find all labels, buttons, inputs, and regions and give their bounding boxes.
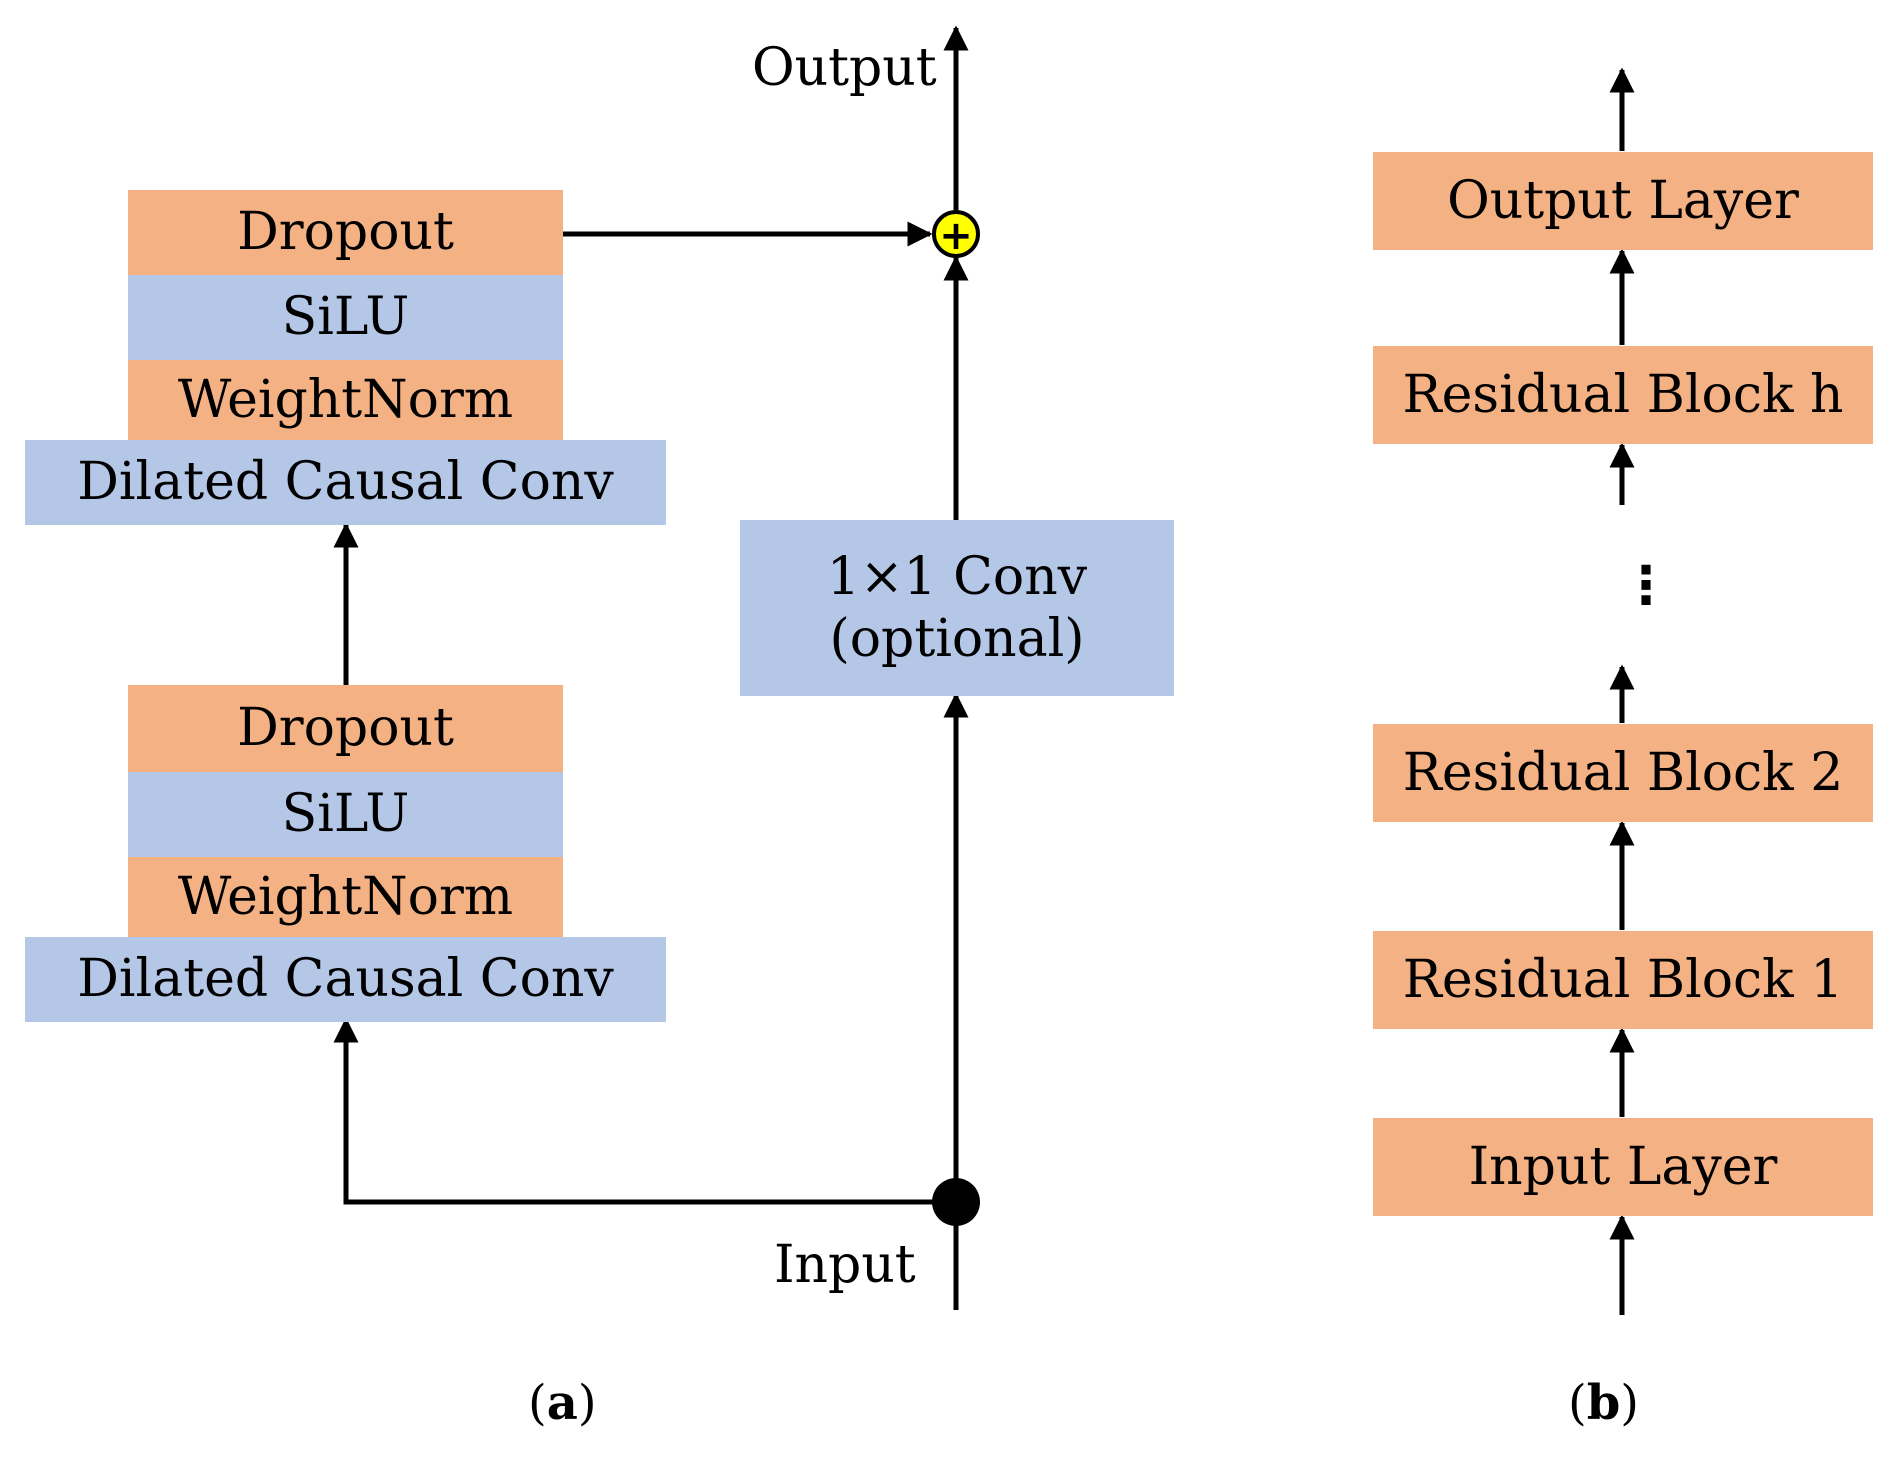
lower-dropout-layer: Dropout	[128, 685, 563, 772]
input-label: Input	[774, 1235, 916, 1295]
ellipsis-dots: ⋮	[1620, 556, 1672, 616]
adder-circle	[932, 210, 980, 258]
adder-plus-icon: +	[939, 213, 973, 259]
upper-silu-layer: SiLU	[128, 275, 563, 360]
one-by-one-conv-layer: 1×1 Conv (optional)	[740, 520, 1174, 696]
input-layer-box: Input Layer	[1373, 1118, 1873, 1216]
upper-dropout-layer: Dropout	[128, 190, 563, 275]
caption-a-letter: a	[546, 1375, 578, 1431]
caption-b: (b)	[1568, 1375, 1639, 1431]
residual-block-2-box: Residual Block 2	[1373, 724, 1873, 822]
residual-block-h-box: Residual Block h	[1373, 346, 1873, 444]
junction-dot	[932, 1178, 980, 1226]
caption-a: (a)	[528, 1375, 597, 1431]
conv-label-line1: 1×1 Conv	[826, 546, 1088, 607]
caption-b-close: )	[1620, 1375, 1640, 1431]
lower-weightnorm-layer: WeightNorm	[128, 857, 563, 937]
residual-block-1-box: Residual Block 1	[1373, 931, 1873, 1029]
caption-b-letter: b	[1586, 1375, 1621, 1431]
conv-label-line2: (optional)	[829, 609, 1085, 669]
caption-a-open: (	[528, 1375, 547, 1431]
lower-dilated-conv-layer: Dilated Causal Conv	[25, 937, 666, 1022]
upper-dilated-conv-layer: Dilated Causal Conv	[25, 440, 666, 525]
upper-weightnorm-layer: WeightNorm	[128, 360, 563, 440]
input-to-block-arrow	[333, 1017, 956, 1205]
output-layer-box: Output Layer	[1373, 152, 1873, 250]
caption-a-close: )	[577, 1375, 597, 1431]
output-label: Output	[752, 38, 937, 98]
caption-b-open: (	[1568, 1375, 1587, 1431]
lower-silu-layer: SiLU	[128, 772, 563, 857]
